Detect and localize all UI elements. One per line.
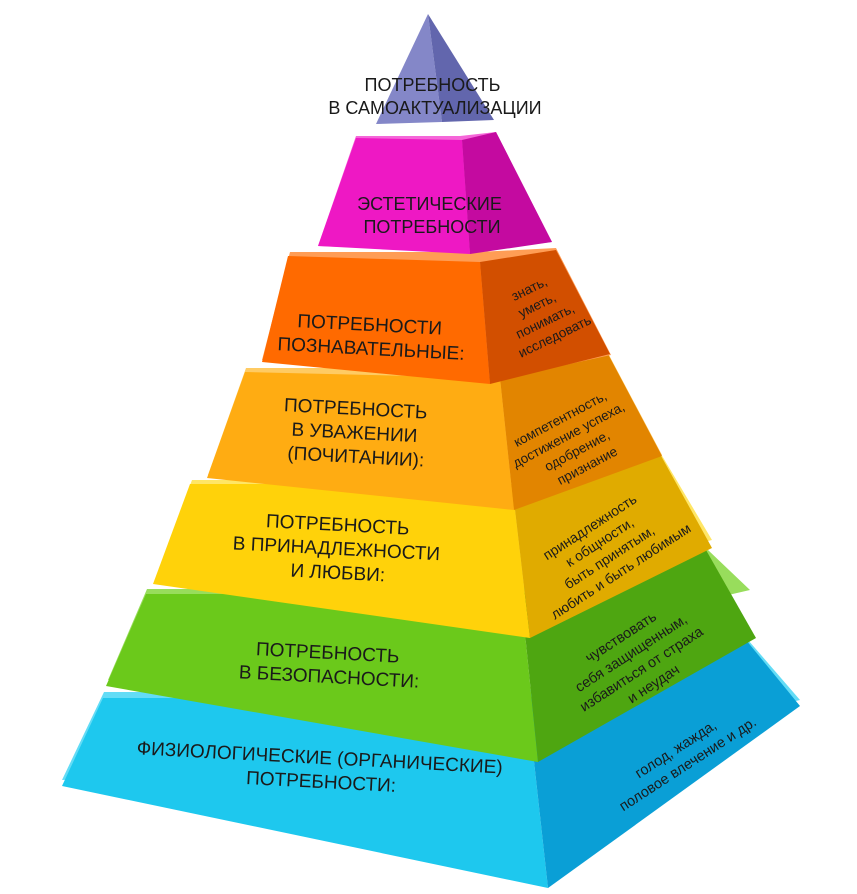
level-aesthetic-front	[318, 138, 470, 254]
level-self-actualization-front	[376, 14, 442, 124]
level-belonging-title-line-3: И ЛЮБВИ:	[290, 560, 386, 586]
level-self-actualization-side	[428, 14, 494, 122]
level-cognitive-front	[262, 256, 490, 384]
level-aesthetic: ЭСТЕТИЧЕСКИЕ ПОТРЕБНОСТИ	[318, 132, 552, 254]
level-aesthetic-title-line-1: ЭСТЕТИЧЕСКИЕ	[357, 194, 502, 214]
level-esteem: ПОТРЕБНОСТЬ В УВАЖЕНИИ (ПОЧИТАНИИ): комп…	[207, 354, 662, 510]
level-belonging-side	[512, 454, 712, 638]
level-aesthetic-side	[462, 132, 552, 254]
level-self-actualization-title-line-1: ПОТРЕБНОСТЬ	[365, 75, 501, 95]
level-esteem-front	[207, 372, 514, 510]
level-safety-front	[106, 594, 538, 762]
level-aesthetic-title-line-2: ПОТРЕБНОСТИ	[363, 217, 500, 237]
level-esteem-side	[500, 354, 662, 510]
level-belonging: ПОТРЕБНОСТЬ В ПРИНАДЛЕЖНОСТИ И ЛЮБВИ: пр…	[153, 454, 712, 638]
level-self-actualization: ПОТРЕБНОСТЬ В САМОАКТУАЛИЗАЦИИ	[328, 14, 542, 124]
level-self-actualization-title-line-2: В САМОАКТУАЛИЗАЦИИ	[328, 98, 541, 118]
level-aesthetic-title: ЭСТЕТИЧЕСКИЕ ПОТРЕБНОСТИ	[357, 194, 507, 237]
level-belonging-front	[153, 484, 530, 638]
level-physiological: ФИЗИОЛОГИЧЕСКИЕ (ОРГАНИЧЕСКИЕ) ПОТРЕБНОС…	[62, 640, 800, 888]
level-physiological-front	[62, 698, 548, 888]
level-esteem-title: ПОТРЕБНОСТЬ В УВАЖЕНИИ (ПОЧИТАНИИ):	[281, 395, 433, 472]
level-cognitive-side	[480, 250, 610, 384]
level-cognitive: ПОТРЕБНОСТИ ПОЗНАВАТЕЛЬНЫЕ: знать, уметь…	[262, 248, 611, 384]
level-self-actualization-title: ПОТРЕБНОСТЬ В САМОАКТУАЛИЗАЦИИ	[328, 75, 541, 118]
